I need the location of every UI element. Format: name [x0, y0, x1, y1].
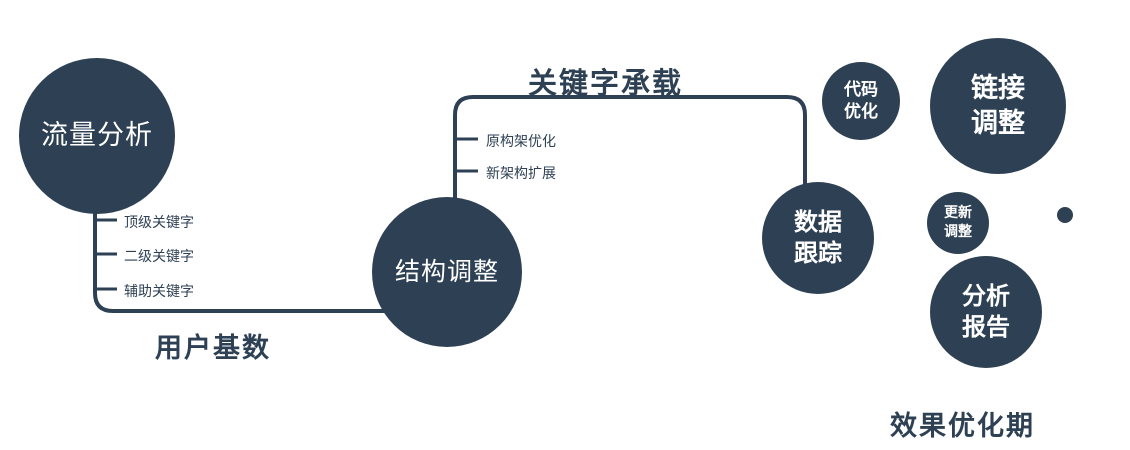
edge-label-user-base: 用户基数 [155, 333, 271, 364]
node-update-adjust-line1: 更新 [944, 205, 972, 222]
node-analysis-report-line1: 分析 [962, 281, 1010, 310]
edge-keyword-bearing [453, 95, 807, 262]
bullet-dot [1057, 207, 1073, 223]
node-data-tracking-line2: 跟踪 [794, 239, 842, 267]
edge-user-base [93, 158, 452, 313]
node-code-optimize: 代码 优化 [822, 62, 900, 140]
node-traffic-analysis-label: 流量分析 [41, 120, 153, 152]
node-structure-adjust: 结构调整 [372, 197, 522, 347]
branch-label-secondary-keywords: 二级关键字 [124, 249, 194, 265]
footer-caption: 效果优化期 [890, 411, 1035, 442]
node-analysis-report: 分析 报告 [930, 256, 1042, 368]
node-data-tracking-line1: 数据 [794, 207, 842, 236]
branch-label-top-keywords: 顶级关键字 [124, 215, 194, 231]
branch-label-original-architecture: 原构架优化 [486, 134, 556, 150]
node-link-adjust-line1: 链接 [971, 72, 1025, 104]
branch-label-new-architecture: 新架构扩展 [486, 166, 556, 182]
node-traffic-analysis: 流量分析 [19, 58, 175, 214]
node-update-adjust: 更新 调整 [927, 192, 989, 254]
edge-label-keyword-bearing: 关键字承载 [528, 66, 684, 100]
node-analysis-report-line2: 报告 [962, 313, 1010, 341]
node-update-adjust-line2: 调整 [944, 224, 972, 240]
node-code-optimize-line1: 代码 [844, 79, 878, 100]
node-code-optimize-line2: 优化 [844, 102, 878, 122]
node-data-tracking: 数据 跟踪 [762, 182, 874, 294]
node-link-adjust-line2: 调整 [971, 108, 1025, 139]
branch-label-auxiliary-keywords: 辅助关键字 [124, 284, 194, 300]
node-structure-adjust-label: 结构调整 [394, 256, 499, 286]
node-link-adjust: 链接 调整 [930, 38, 1066, 174]
